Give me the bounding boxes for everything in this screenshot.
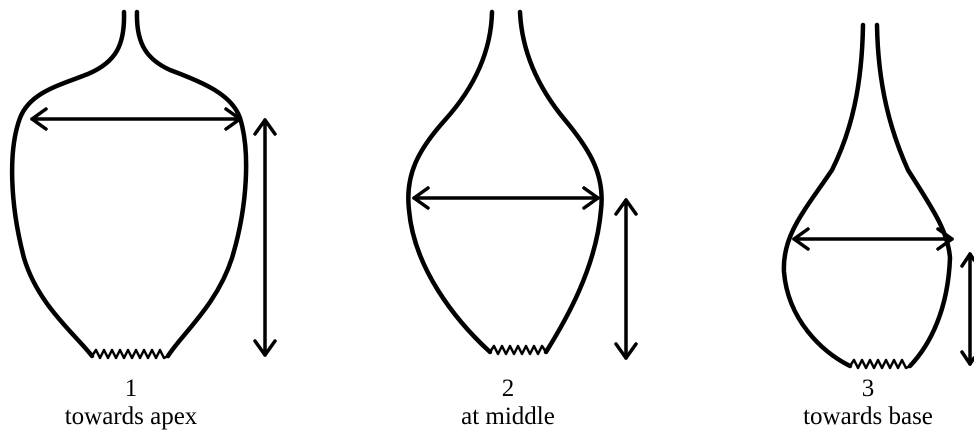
shape-3-outline-right [874,22,953,369]
shape-3-height-arrow [960,252,974,366]
shape-2-base-serration [488,344,548,356]
shape-3-base-serration [848,358,911,370]
shape-2-outline-right [517,9,604,355]
shape-1-outline-right [134,9,249,359]
shape-2-width-arrow [412,186,600,210]
shape-1-number: 1 [124,375,138,402]
shape-3-number: 3 [861,375,875,402]
shape-1-towards-apex [9,9,277,360]
shape-2-at-middle [406,9,638,360]
shape-2-outline-left [406,9,495,355]
shape-2-number: 2 [501,375,515,402]
shape-1-height-arrow [253,118,277,357]
shape-1-outline-left [9,9,127,359]
shape-3-outline-left [781,22,866,369]
shape-1-label: 1 towards apex [11,375,251,431]
shape-3-label: 3 towards base [748,375,974,431]
shape-3-caption: towards base [803,403,933,430]
shape-1-base-serration [90,348,169,360]
shape-1-width-arrow [30,107,242,131]
shape-2-height-arrow [614,198,638,360]
shape-3-width-arrow [792,227,954,251]
shape-2-label: 2 at middle [388,375,628,431]
shape-3-towards-base [781,22,974,370]
shape-1-caption: towards apex [64,403,198,430]
shape-2-caption: at middle [461,403,555,430]
